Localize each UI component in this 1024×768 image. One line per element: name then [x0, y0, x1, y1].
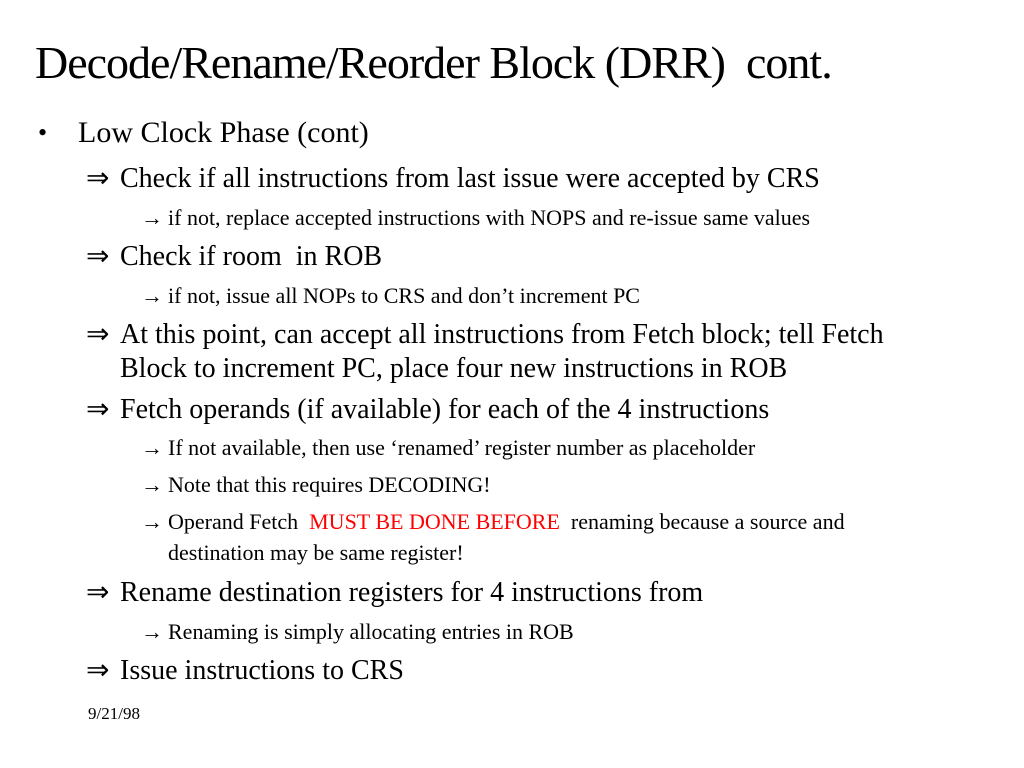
list-item: → if not, issue all NOPs to CRS and don’…	[0, 280, 1024, 311]
list-item: ⇒ Check if room in ROB	[0, 240, 1024, 274]
arrow-icon: →	[141, 619, 163, 644]
double-arrow-icon: ⇒	[86, 394, 110, 425]
arrow-icon: →	[141, 205, 163, 230]
list-item: ⇒ Fetch operands (if available) for each…	[0, 393, 1024, 427]
double-arrow-icon: ⇒	[86, 319, 110, 350]
list-item: → If not available, then use ‘renamed’ r…	[0, 432, 1024, 463]
list-item-text: Issue instructions to CRS	[120, 655, 404, 686]
list-item-text: Check if all instructions from last issu…	[120, 163, 820, 194]
list-item: ⇒ Check if all instructions from last is…	[0, 162, 1024, 196]
slide-date: 9/21/98	[88, 704, 140, 723]
list-item-text: Note that this requires DECODING!	[168, 472, 491, 497]
double-arrow-icon: ⇒	[86, 241, 110, 272]
list-item: • Low Clock Phase (cont)	[0, 115, 1024, 151]
list-item-text: If not available, then use ‘renamed’ reg…	[168, 435, 756, 460]
double-arrow-icon: ⇒	[86, 655, 110, 686]
slide-body: • Low Clock Phase (cont) ⇒ Check if all …	[0, 115, 1024, 688]
list-item-text: Renaming is simply allocating entries in…	[168, 619, 574, 644]
list-item: → Operand Fetch MUST BE DONE BEFORE rena…	[0, 506, 1024, 568]
list-item: → Renaming is simply allocating entries …	[0, 616, 1024, 647]
list-item-text: if not, issue all NOPs to CRS and don’t …	[168, 283, 640, 308]
list-item: ⇒ Issue instructions to CRS	[0, 654, 1024, 688]
list-item: → Note that this requires DECODING!	[0, 469, 1024, 500]
list-item-text: Operand Fetch	[168, 509, 304, 534]
list-item: → if not, replace accepted instructions …	[0, 202, 1024, 233]
arrow-icon: →	[141, 283, 163, 308]
list-item-text: Low Clock Phase (cont)	[78, 116, 369, 149]
list-item-text: renaming because a source and	[565, 509, 845, 534]
bullet-icon: •	[38, 118, 48, 147]
highlighted-text: MUST BE DONE BEFORE	[309, 509, 560, 534]
list-item-text: if not, replace accepted instructions wi…	[168, 205, 811, 230]
list-item-text: At this point, can accept all instructio…	[120, 319, 884, 350]
list-item: ⇒ At this point, can accept all instruct…	[0, 318, 1024, 386]
list-item-text: Fetch operands (if available) for each o…	[120, 394, 770, 425]
list-item-text-wrapped: destination may be same register!	[168, 540, 464, 565]
list-item-text: Check if room in ROB	[120, 241, 383, 272]
list-item-text: Rename destination registers for 4 instr…	[120, 577, 704, 608]
list-item-text-wrapped: Block to increment PC, place four new in…	[120, 353, 788, 384]
double-arrow-icon: ⇒	[86, 163, 110, 194]
double-arrow-icon: ⇒	[86, 577, 110, 608]
list-item: ⇒ Rename destination registers for 4 ins…	[0, 576, 1024, 610]
slide-title: Decode/Rename/Reorder Block (DRR) cont.	[35, 37, 833, 88]
arrow-icon: →	[141, 435, 163, 460]
arrow-icon: →	[141, 509, 163, 534]
arrow-icon: →	[141, 472, 163, 497]
